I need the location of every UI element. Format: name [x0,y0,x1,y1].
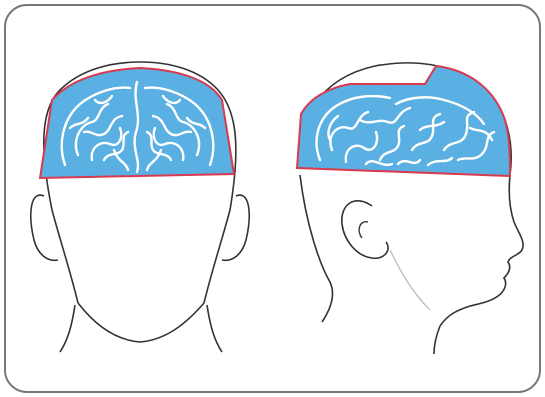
frame-border [5,5,540,392]
